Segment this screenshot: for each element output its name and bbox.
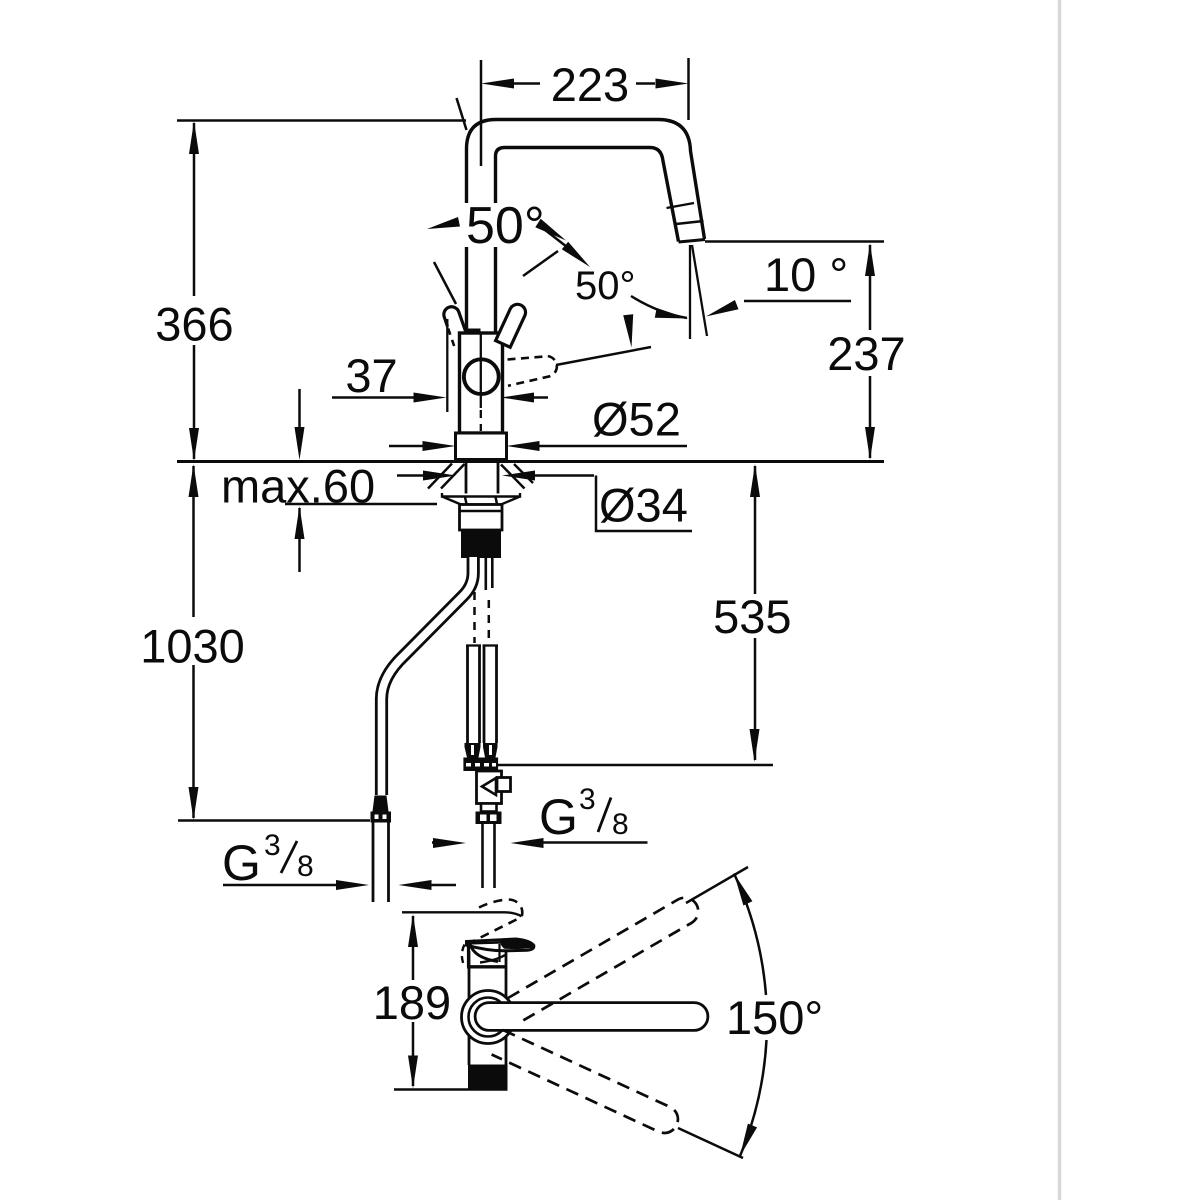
svg-text:G: G (539, 789, 578, 845)
svg-text:223: 223 (551, 58, 629, 111)
svg-text:3: 3 (579, 783, 596, 816)
svg-text:50°: 50° (466, 197, 545, 255)
svg-text:Ø34: Ø34 (599, 479, 688, 532)
svg-text:8: 8 (612, 808, 629, 841)
svg-text:50°: 50° (575, 264, 636, 308)
svg-text:1030: 1030 (140, 620, 245, 673)
svg-text:Ø52: Ø52 (592, 393, 681, 446)
svg-text:max.60: max.60 (221, 460, 375, 513)
svg-text:366: 366 (155, 298, 233, 351)
svg-text:10 °: 10 ° (764, 248, 848, 301)
svg-text:G: G (222, 835, 261, 891)
svg-text:150°: 150° (726, 991, 823, 1044)
svg-text:189: 189 (373, 976, 451, 1029)
svg-text:37: 37 (345, 349, 397, 402)
svg-text:8: 8 (297, 850, 314, 883)
svg-text:237: 237 (827, 327, 905, 380)
svg-text:3: 3 (264, 829, 281, 862)
svg-text:535: 535 (713, 590, 791, 643)
